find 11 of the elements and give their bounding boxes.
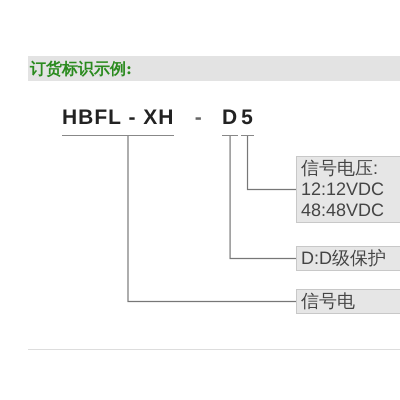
title-bar: 订货标识示例: (28, 56, 400, 81)
connector-line (127, 136, 296, 302)
description-box: 信号电压: 12:12VDC 48:48VDC (296, 156, 400, 223)
separator-dash: - (194, 106, 202, 130)
code-segment: HBFL - XH (62, 106, 174, 136)
connector-line (229, 136, 296, 260)
description-box: D:D级保护 (296, 246, 400, 271)
description-box: 信号电 (296, 289, 400, 314)
code-segment: D (222, 106, 238, 136)
connector-line (246, 136, 296, 190)
code-segment: 5 (241, 106, 254, 136)
